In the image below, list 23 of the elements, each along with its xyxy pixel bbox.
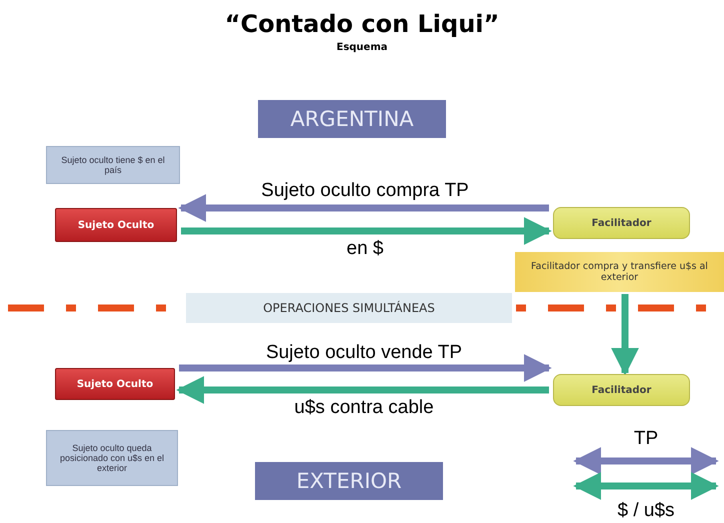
arrow	[179, 354, 552, 382]
arrow	[181, 217, 552, 245]
subtitle: Esquema	[335, 42, 388, 53]
edge-label: en $	[346, 238, 384, 260]
legend-label: TP	[632, 428, 660, 450]
actor-box: Sujeto Oculto	[55, 208, 177, 242]
note-box: OPERACIONES SIMULTÁNEAS	[186, 293, 512, 323]
actor-box: Facilitador	[553, 207, 690, 239]
actor-box: Sujeto Oculto	[55, 368, 175, 400]
arrow	[611, 294, 639, 376]
note-box: Sujeto oculto tiene $ en el país	[46, 146, 180, 184]
edge-label: u$s contra cable	[293, 397, 435, 419]
region-banner: ARGENTINA	[258, 100, 446, 138]
edge-label: Sujeto oculto vende TP	[264, 342, 464, 364]
actor-box: Facilitador	[553, 374, 690, 406]
arrow	[178, 194, 549, 222]
region-banner: EXTERIOR	[255, 462, 443, 500]
note-box: Sujeto oculto queda posicionado con u$s en el exterior	[46, 430, 178, 486]
arrow	[176, 376, 549, 404]
note-box: Facilitador compra y transfiere u$s al exterior	[515, 252, 724, 292]
title: “Contado con Liqui”	[224, 10, 500, 38]
legend-label: $ / u$s	[616, 500, 676, 522]
edge-label: Sujeto oculto compra TP	[260, 180, 470, 202]
